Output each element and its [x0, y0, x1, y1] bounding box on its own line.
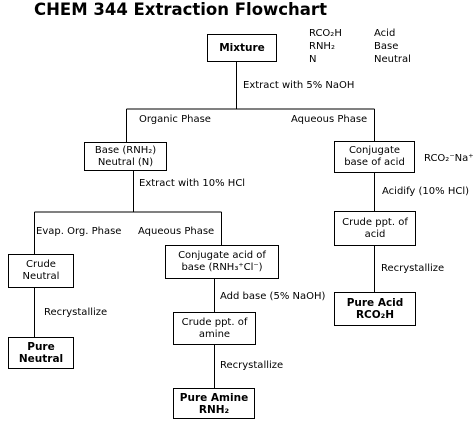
crude-neutral-box: Crude Neutral [8, 254, 74, 288]
crude-acid-box: Crude ppt. of acid [334, 211, 416, 246]
acidify-label: Acidify (10% HCl) [382, 186, 469, 197]
base-neutral-box: Base (RNH₂) Neutral (N) [84, 142, 167, 171]
base-neutral-line-1: Base (RNH₂) [94, 144, 157, 156]
pure-amine-line-1: Pure Amine [179, 391, 249, 404]
organic-phase-label: Organic Phase [139, 114, 211, 125]
base-neutral-line-2: Neutral (N) [97, 156, 154, 168]
aqueous-phase-label: Aqueous Phase [291, 114, 368, 125]
recrystallize-neutral-label: Recrystallize [44, 307, 108, 318]
crude-neutral-line-2: Neutral [22, 271, 60, 282]
crude-amine-box: Crude ppt. of amine [173, 312, 256, 345]
legend-formula-base: RNH₂ [309, 41, 335, 52]
add-base-label: Add base (5% NaOH) [220, 291, 326, 302]
aqueous-phase-2-label: Aqueous Phase [138, 226, 215, 237]
pure-neutral-line-1: Pure [27, 341, 55, 353]
legend-formula-acid: RCO₂H [309, 28, 342, 39]
legend-formula-neutral: N [309, 54, 317, 65]
conjugate-base-line-1: Conjugate [348, 145, 401, 156]
pure-amine-line-2: RNH₂ [198, 403, 230, 416]
crude-amine-line-1: Crude ppt. of [181, 316, 248, 328]
mixture-box: Mixture [207, 34, 277, 62]
crude-acid-line-2: acid [364, 228, 386, 240]
conjugate-base-line-2: base of acid [344, 157, 405, 168]
evap-org-phase-label: Evap. Org. Phase [36, 226, 122, 237]
crude-amine-line-2: amine [198, 328, 231, 340]
pure-neutral-line-2: Neutral [18, 353, 64, 365]
crude-neutral-line-1: Crude [26, 259, 56, 270]
pure-acid-box: Pure Acid RCO₂H [334, 292, 416, 326]
mixture-label: Mixture [219, 42, 265, 54]
pure-acid-line-2: RCO₂H [355, 309, 395, 321]
conjugate-acid-line-1: Conjugate acid of [178, 250, 266, 261]
conjugate-base-box: Conjugate base of acid [334, 141, 415, 173]
legend-label-base: Base [374, 41, 399, 52]
extract-hcl-label: Extract with 10% HCl [139, 178, 246, 189]
conjugate-acid-box: Conjugate acid of base (RNH₃⁺Cl⁻) [165, 245, 279, 279]
legend-label-neutral: Neutral [374, 54, 411, 65]
extract-naoh-label: Extract with 5% NaOH [243, 80, 355, 91]
recrystallize-acid-label: Recrystallize [381, 263, 445, 274]
crude-acid-line-1: Crude ppt. of [342, 216, 408, 228]
rco2na-label: RCO₂⁻Na⁺ [424, 153, 474, 164]
page-title: CHEM 344 Extraction Flowchart [34, 0, 327, 19]
pure-amine-box: Pure Amine RNH₂ [173, 388, 255, 419]
conjugate-acid-line-2: base (RNH₃⁺Cl⁻) [181, 262, 263, 273]
legend-label-acid: Acid [374, 28, 396, 39]
pure-acid-line-1: Pure Acid [346, 297, 404, 309]
recrystallize-amine-label: Recrystallize [220, 360, 284, 371]
pure-neutral-box: Pure Neutral [8, 337, 74, 369]
